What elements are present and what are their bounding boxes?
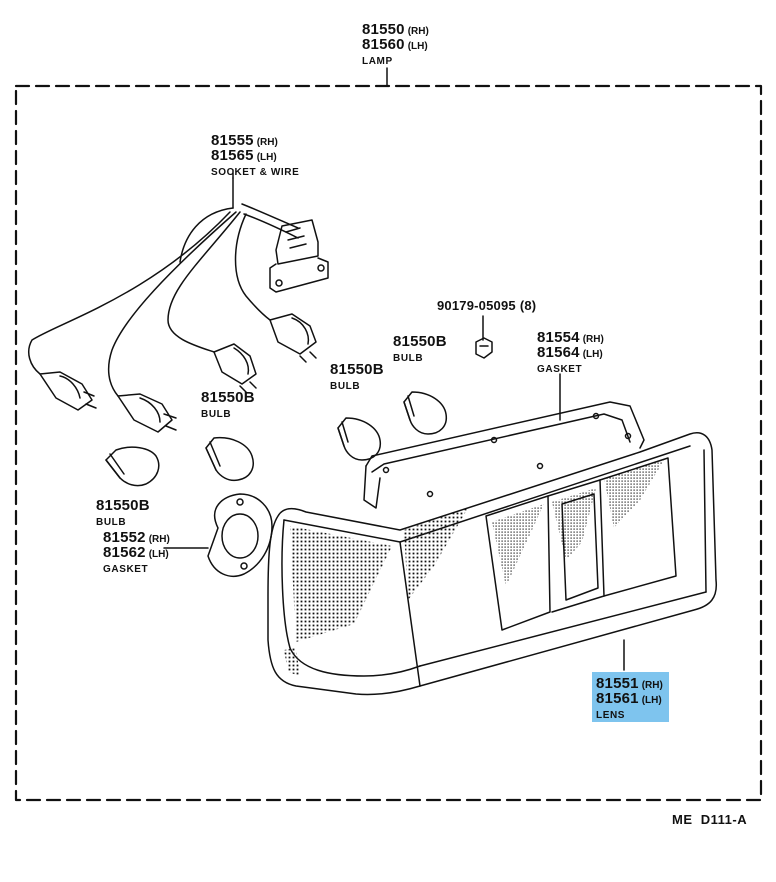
- bulb-center-left-name: BULB: [330, 381, 361, 392]
- assembly-boundary: [14, 67, 763, 802]
- gasket-socket-part-rh: 81552: [103, 529, 146, 546]
- nut-part: 90179-05095: [437, 298, 516, 313]
- gasket-rear-callout[interactable]: 81554(RH) 81564(LH) GASKET: [537, 329, 604, 375]
- nut[interactable]: [475, 315, 493, 359]
- bulb-center-left-callout[interactable]: 81550B BULB: [330, 361, 384, 392]
- bulb-mid-name: BULB: [201, 409, 232, 420]
- socket-wire-part-lh: 81565: [211, 147, 254, 164]
- bulb-left-callout[interactable]: 81550B BULB: [96, 497, 150, 528]
- nut-callout[interactable]: 90179-05095(8): [437, 298, 536, 313]
- gasket-socket-part-lh: 81562: [103, 544, 146, 561]
- lens-part-lh: 81561: [596, 690, 639, 707]
- nut-qty: (8): [519, 298, 537, 313]
- lamp-side-rh: (RH): [407, 26, 429, 37]
- bulb-center-right-callout[interactable]: 81550B BULB: [393, 333, 447, 364]
- lamp-callout[interactable]: 81550(RH) 81560(LH) LAMP: [362, 21, 429, 67]
- lamp-name: LAMP: [362, 56, 393, 67]
- bulb-center-right-name: BULB: [393, 353, 424, 364]
- socket-1: [39, 371, 97, 411]
- bulb-center-left[interactable]: [337, 417, 382, 461]
- bulb-center-right[interactable]: [403, 391, 448, 435]
- gasket-socket[interactable]: [163, 493, 273, 577]
- lens-side-lh: (LH): [641, 695, 662, 706]
- socket-wire-side-rh: (RH): [256, 137, 278, 148]
- lens-name: LENS: [596, 710, 626, 721]
- bulb-left-name: BULB: [96, 517, 127, 528]
- gasket-rear-side-lh: (LH): [582, 349, 603, 360]
- gasket-socket-side-lh: (LH): [148, 549, 169, 560]
- lens-callout[interactable]: 81551(RH) 81561(LH) LENS: [592, 672, 669, 722]
- lens-side-rh: (RH): [641, 680, 663, 691]
- socket-wire-harness[interactable]: [28, 177, 329, 433]
- socket-wire-part-rh: 81555: [211, 132, 254, 149]
- diagram-code: ME D111-A: [672, 812, 748, 827]
- socket-4: [269, 313, 317, 363]
- bulb-left-part: 81550B: [96, 497, 150, 514]
- socket-2: [117, 393, 177, 433]
- bulb-center-left-part: 81550B: [330, 361, 384, 378]
- bulb-mid-part: 81550B: [201, 389, 255, 406]
- gasket-socket-callout[interactable]: 81552(RH) 81562(LH) GASKET: [103, 529, 170, 575]
- gasket-rear-side-rh: (RH): [582, 334, 604, 345]
- lens-texture: [284, 460, 664, 676]
- gasket-socket-side-rh: (RH): [148, 534, 170, 545]
- bulb-mid-callout[interactable]: 81550B BULB: [201, 389, 255, 420]
- lamp-side-lh: (LH): [407, 41, 428, 52]
- gasket-socket-name: GASKET: [103, 564, 149, 575]
- bulb-center-right-part: 81550B: [393, 333, 447, 350]
- socket-3: [213, 343, 257, 393]
- bulb-left[interactable]: [105, 446, 160, 487]
- gasket-rear[interactable]: [363, 373, 645, 509]
- lamp-part-rh: 81550: [362, 21, 405, 38]
- gasket-rear-name: GASKET: [537, 364, 583, 375]
- gasket-rear-part-rh: 81554: [537, 329, 580, 346]
- socket-wire-side-lh: (LH): [256, 152, 277, 163]
- lamp-part-lh: 81560: [362, 36, 405, 53]
- socket-wire-callout[interactable]: 81555(RH) 81565(LH) SOCKET & WIRE: [211, 132, 300, 178]
- gasket-rear-part-lh: 81564: [537, 344, 580, 361]
- socket-wire-name: SOCKET & WIRE: [211, 167, 300, 178]
- bulb-mid[interactable]: [205, 436, 254, 482]
- lens-part-rh: 81551: [596, 675, 639, 692]
- lens-housing[interactable]: [267, 432, 718, 696]
